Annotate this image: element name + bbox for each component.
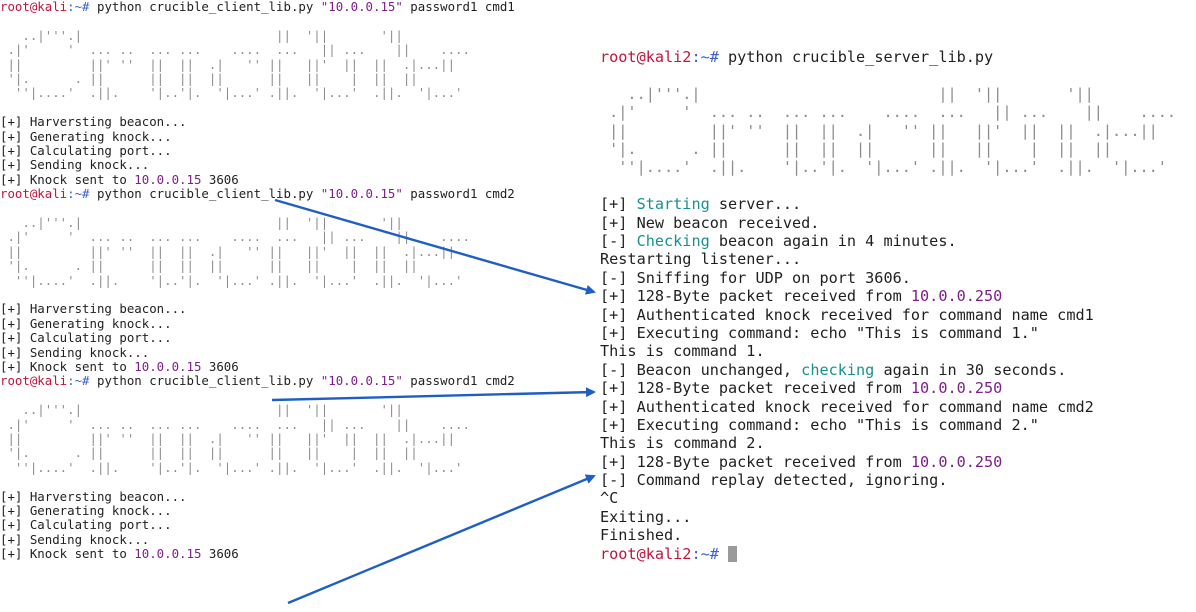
- server-final-prompt[interactable]: root@kali2:~#: [600, 545, 1196, 563]
- knock-port: 3606: [201, 358, 239, 374]
- terminal-cursor: [728, 545, 738, 562]
- crucible-ascii-banner: ..|'''.| || '|| '|| .|' ' ... .. ... ...…: [7, 28, 470, 101]
- server-output-line: Exiting...: [600, 507, 692, 526]
- server-command-line: root@kali2:~# python crucible_server_lib…: [600, 48, 1196, 66]
- client-log-line: [+] Calculating port...: [0, 142, 172, 158]
- prompt-path: :~#: [691, 48, 729, 66]
- server-output-line: Finished.: [600, 526, 683, 545]
- command-text: python crucible_server_lib.py: [728, 48, 994, 66]
- client-log-line: [+] Sending knock...: [0, 531, 150, 547]
- server-log-line: [+] Executing command: echo "This is com…: [600, 323, 1039, 342]
- command-text: python crucible_client_lib.py: [96, 186, 321, 202]
- prompt-user: root@kali: [0, 0, 68, 14]
- server-output-line: This is command 1.: [600, 342, 765, 361]
- client-log-line: [+] Calculating port...: [0, 330, 172, 346]
- server-log-line: [+] Executing command: echo "This is com…: [600, 415, 1039, 434]
- client-command-line: root@kali:~# python crucible_client_lib.…: [0, 186, 600, 202]
- server-log-checking: [-] Checking beacon again in 4 minutes.: [600, 231, 957, 250]
- server-packet-line-1: [+] 128-Byte packet received from 10.0.0…: [600, 287, 1003, 306]
- client-command-line: root@kali:~# python crucible_client_lib.…: [0, 0, 600, 14]
- client-log-line: [+] Generating knock...: [0, 315, 172, 331]
- command-ip: "10.0.0.15": [320, 186, 403, 202]
- prompt-path: :~#: [691, 544, 729, 563]
- command-args: password1 cmd1: [402, 0, 515, 14]
- client-log-line: [+] Generating knock...: [0, 502, 172, 518]
- crucible-ascii-banner: ..|'''.| || '|| '|| .|' ' ... .. ... ...…: [7, 215, 470, 288]
- client-knock-line-1: [+] Knock sent to 10.0.0.15 3606: [0, 171, 600, 187]
- knock-ip: 10.0.0.15: [134, 546, 202, 562]
- prompt-user: root@kali: [0, 186, 68, 202]
- knock-text: [+] Knock sent to: [0, 358, 135, 374]
- server-log-line: [-] Command replay detected, ignoring.: [600, 471, 948, 490]
- knock-port: 3606: [201, 171, 239, 187]
- knock-ip: 10.0.0.15: [134, 358, 202, 374]
- client-log-line: [+] Sending knock...: [0, 157, 150, 173]
- prompt-path: :~#: [67, 373, 97, 389]
- prompt-path: :~#: [67, 0, 97, 14]
- server-log-line: [+] Authenticated knock received for com…: [600, 305, 1094, 324]
- client-command-line: root@kali:~# python crucible_client_lib.…: [0, 374, 600, 388]
- client-terminal[interactable]: root@kali:~# python crucible_client_lib.…: [0, 0, 600, 612]
- server-log-line: Restarting listener...: [600, 250, 802, 269]
- client-log-line: [+] Sending knock...: [0, 344, 150, 360]
- server-output-line: ^C: [600, 489, 619, 508]
- server-log-starting: [+] Starting server...: [600, 195, 802, 214]
- command-args: password1 cmd2: [402, 186, 515, 202]
- client-session-1: root@kali:~# python crucible_client_lib.…: [0, 0, 600, 187]
- client-knock-line-3: [+] Knock sent to 10.0.0.15 3606: [0, 546, 600, 562]
- server-log-unchanged: [-] Beacon unchanged, checking again in …: [600, 360, 1067, 379]
- client-log-line: [+] Harversting beacon...: [0, 114, 187, 130]
- knock-text: [+] Knock sent to: [0, 171, 135, 187]
- server-log-line: [+] Authenticated knock received for com…: [600, 397, 1094, 416]
- server-terminal[interactable]: root@kali2:~# python crucible_server_lib…: [600, 0, 1196, 612]
- knock-ip: 10.0.0.15: [134, 171, 202, 187]
- server-packet-line-2: [+] 128-Byte packet received from 10.0.0…: [600, 379, 1003, 398]
- crucible-ascii-banner: ..|'''.| || '|| '|| .|' ' ... .. ... ...…: [609, 84, 1177, 177]
- prompt-user: root@kali2: [600, 48, 692, 66]
- command-text: python crucible_client_lib.py: [96, 0, 321, 14]
- client-log-line: [+] Calculating port...: [0, 517, 172, 533]
- client-session-2: root@kali:~# python crucible_client_lib.…: [0, 186, 600, 374]
- knock-text: [+] Knock sent to: [0, 546, 135, 562]
- client-log-line: [+] Harversting beacon...: [0, 301, 187, 317]
- server-output-line: This is command 2.: [600, 434, 765, 453]
- prompt-user: root@kali: [0, 373, 68, 389]
- crucible-ascii-banner: ..|'''.| || '|| '|| .|' ' ... .. ... ...…: [7, 403, 470, 475]
- client-log-line: [+] Harversting beacon...: [0, 488, 187, 504]
- knock-port: 3606: [201, 546, 239, 562]
- prompt-user: root@kali2: [600, 544, 692, 563]
- command-text: python crucible_client_lib.py: [96, 373, 321, 389]
- client-session-3: root@kali:~# python crucible_client_lib.…: [0, 374, 600, 561]
- prompt-path: :~#: [67, 186, 97, 202]
- server-log-line: [+] New beacon received.: [600, 213, 820, 232]
- server-packet-line-3: [+] 128-Byte packet received from 10.0.0…: [600, 452, 1003, 471]
- server-log-line: [-] Sniffing for UDP on port 3606.: [600, 268, 911, 287]
- command-ip: "10.0.0.15": [320, 373, 403, 389]
- client-log-line: [+] Generating knock...: [0, 128, 172, 144]
- client-knock-line-2: [+] Knock sent to 10.0.0.15 3606: [0, 358, 600, 374]
- command-args: password1 cmd2: [402, 373, 515, 389]
- command-ip: "10.0.0.15": [320, 0, 403, 14]
